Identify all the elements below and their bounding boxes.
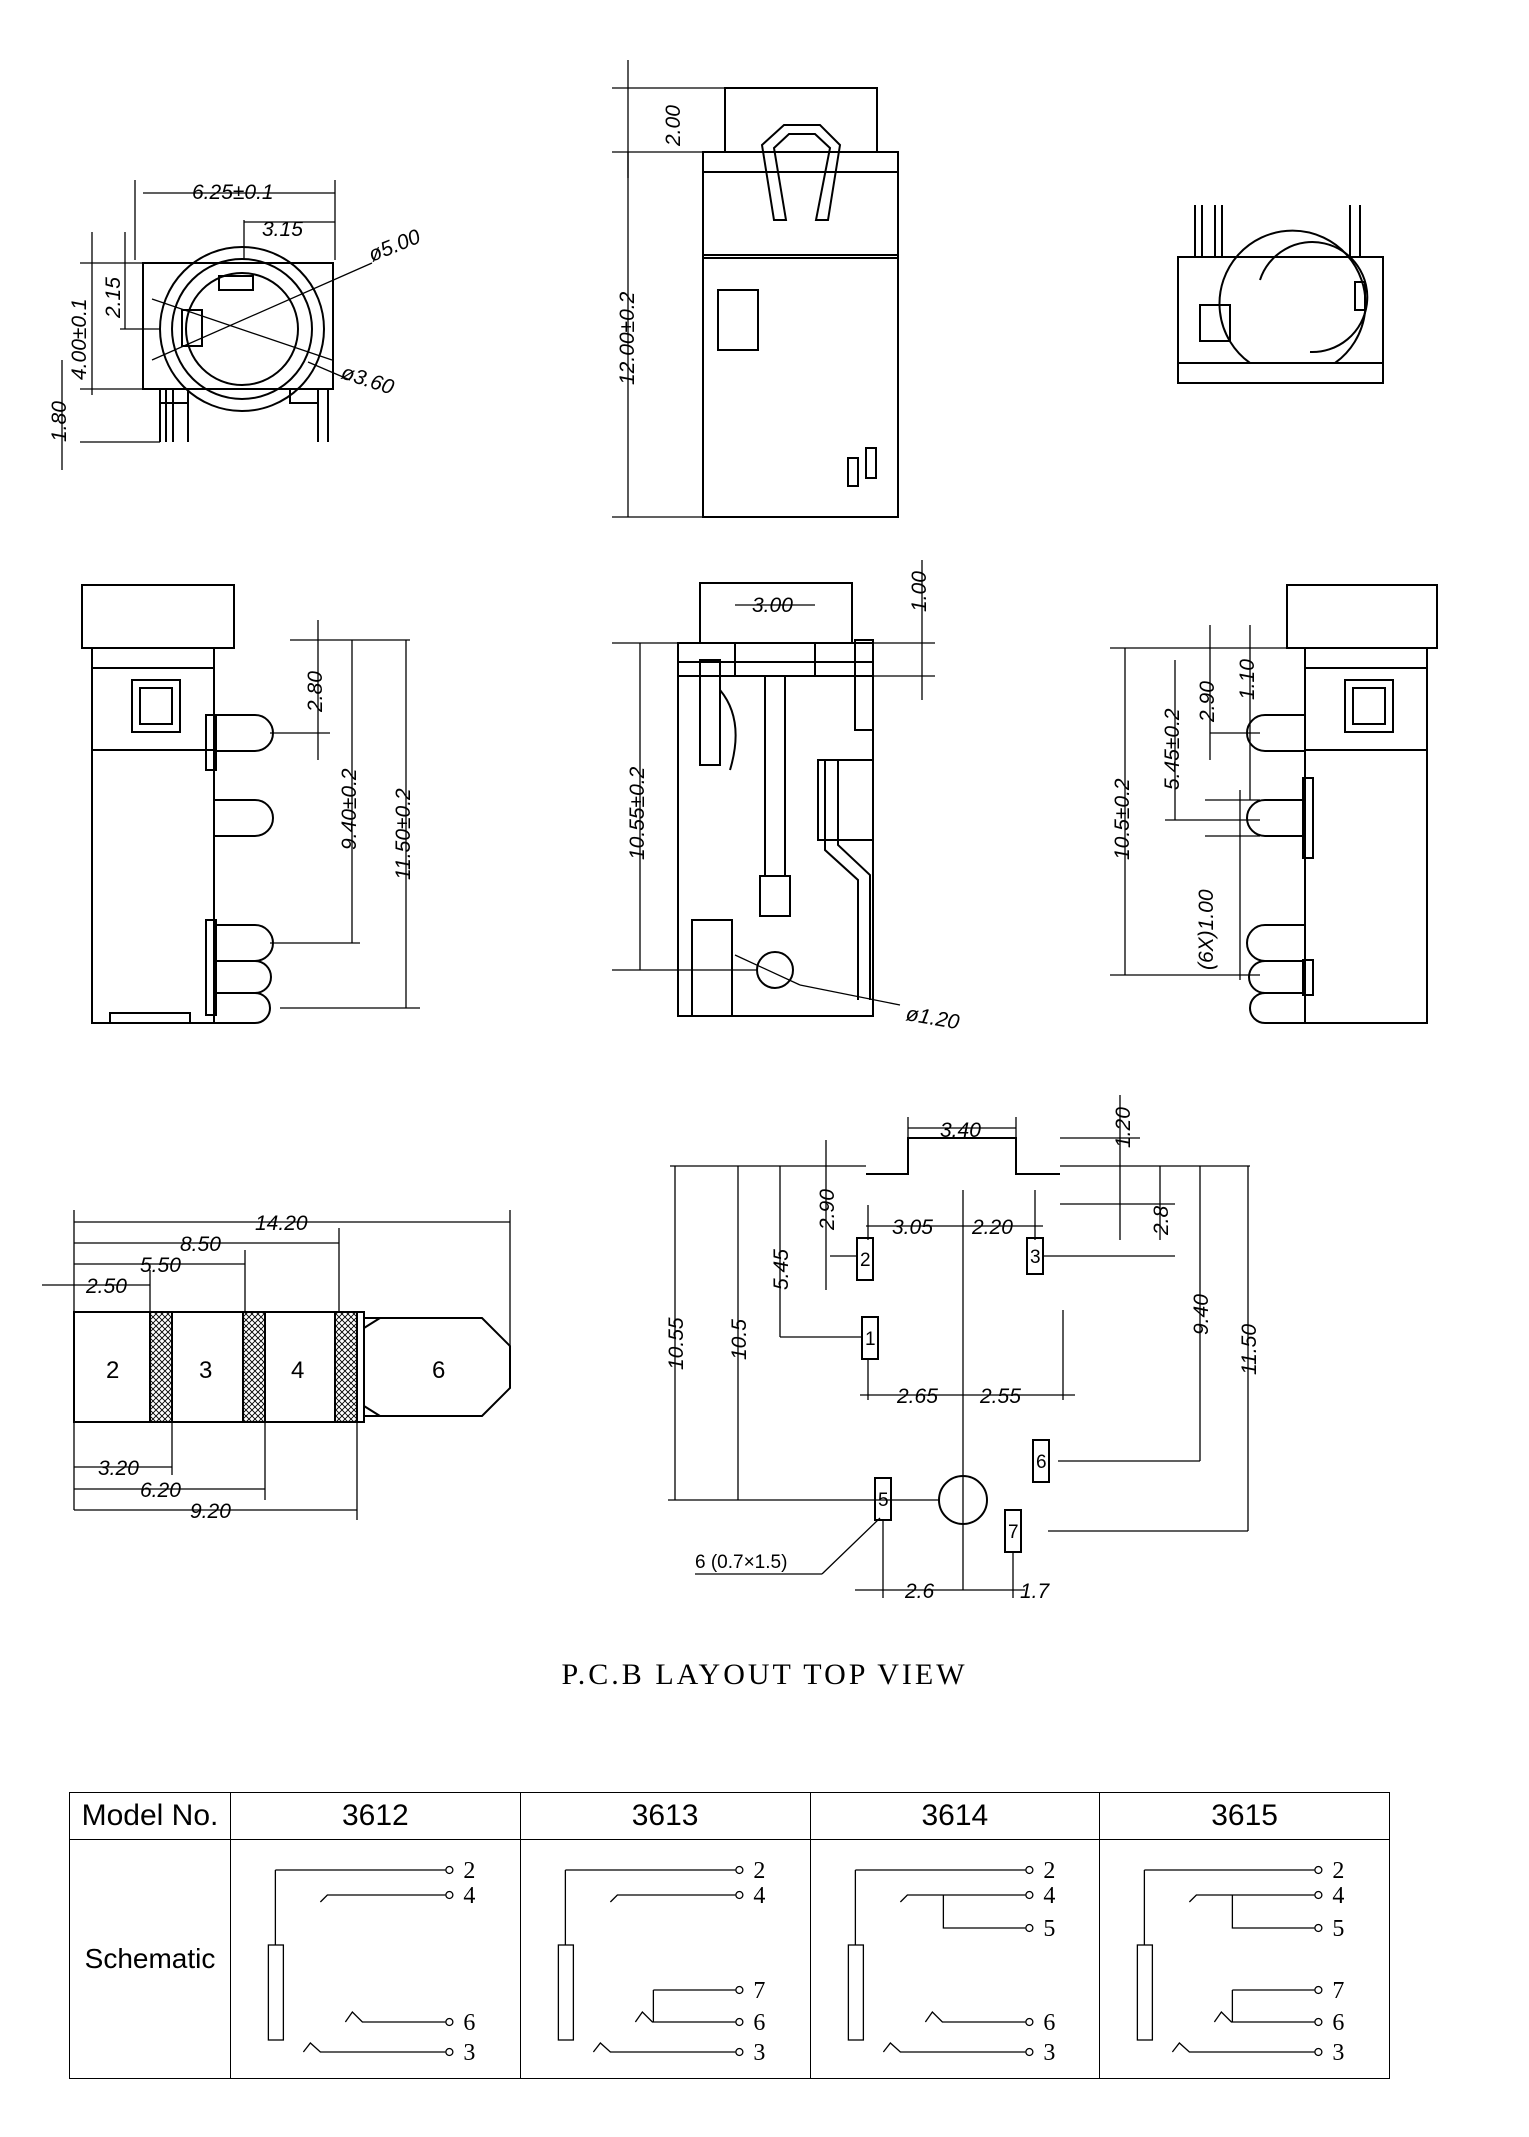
top-shaft: 2.00 (662, 105, 685, 147)
schematic-3614: 2 4 5 6 3 (809, 1839, 1101, 2079)
front-inner-dia: ø3.60 (338, 361, 396, 400)
schematic-label: Schematic (69, 1839, 231, 2079)
plug-seg-4: 6 (432, 1357, 445, 1384)
plug-total: 14.20 (255, 1212, 308, 1235)
left-a: 2.80 (304, 671, 327, 713)
model-3613: 3613 (519, 1792, 811, 1840)
section-hole: ø1.20 (904, 1002, 961, 1034)
pcb-s6: 1.7 (1020, 1580, 1051, 1603)
s3615-pin: 7 (1333, 1978, 1345, 2004)
s3613-pin: 7 (753, 1978, 765, 2004)
left-c: 11.50±0.2 (392, 788, 415, 880)
right-c: 5.45±0.2 (1161, 708, 1184, 790)
s3614-pin: 5 (1043, 1916, 1055, 1942)
right-side-view: 1.10 2.90 5.45±0.2 10.5±0.2 (6X)1.00 (1110, 584, 1438, 1024)
section-t: 1.00 (908, 571, 931, 612)
schematic-3614-diagram: 2 4 5 6 3 (847, 1858, 1055, 2066)
s3612-pin: 4 (463, 1883, 475, 1909)
model-3614: 3614 (809, 1792, 1101, 1840)
pcb-h3: 2.8 (1150, 1205, 1173, 1236)
schematic-3613-diagram: 2 4 7 6 3 (557, 1858, 765, 2066)
pcb-pad-6: 7 (1008, 1522, 1019, 1543)
pcb-s5: 2.6 (904, 1580, 935, 1603)
front-height: 4.00±0.1 (68, 298, 91, 380)
left-b: 9.40±0.2 (338, 768, 361, 850)
pcb-title: P.C.B LAYOUT TOP VIEW (561, 1658, 968, 1691)
plug-view: 2 3 4 6 14.20 8.50 5.50 2.50 3.20 6.20 9… (42, 1210, 511, 1523)
front-offset: 3.15 (262, 218, 303, 241)
section-view: 3.00 1.00 10.55±0.2 ø1.20 (612, 560, 961, 1034)
plug-seg-3: 4 (291, 1357, 304, 1384)
schematic-3613: 2 4 7 6 3 (519, 1839, 811, 2079)
s3613-pin: 3 (753, 2040, 765, 2066)
front-outer-dia: ø5.00 (365, 225, 424, 267)
front-center: 2.15 (102, 277, 125, 319)
plug-e: 6.20 (140, 1479, 181, 1502)
pcb-h2: 2.90 (816, 1189, 839, 1231)
s3614-pin: 3 (1043, 2040, 1055, 2066)
pcb-s1: 3.05 (892, 1216, 933, 1239)
right-b: 2.90 (1196, 681, 1219, 723)
model-header-label: Model No. (69, 1792, 231, 1840)
s3615-pin: 2 (1333, 1858, 1345, 1884)
s3612-pin: 3 (463, 2040, 475, 2066)
s3614-pin: 2 (1043, 1858, 1055, 1884)
section-h: 10.55±0.2 (626, 766, 649, 860)
pcb-s4: 2.55 (979, 1385, 1021, 1408)
pcb-pad-3: 1 (865, 1329, 876, 1350)
plug-c: 2.50 (85, 1275, 127, 1298)
schematic-3615: 2 4 5 7 6 3 (1099, 1839, 1390, 2079)
pcb-layout: 2 3 1 6 5 7 3.40 (665, 1095, 1261, 1603)
plug-seg-1: 2 (106, 1357, 119, 1384)
schematic-3612: 2 4 6 3 (230, 1839, 521, 2079)
model-3615: 3615 (1099, 1792, 1390, 1840)
s3613-pin: 4 (753, 1883, 765, 1909)
right-d: 10.5±0.2 (1111, 778, 1134, 860)
pcb-h5: 10.55 (665, 1317, 688, 1370)
front-width: 6.25±0.1 (192, 181, 274, 204)
pcb-pad-1: 2 (860, 1250, 871, 1271)
pcb-s2: 2.20 (971, 1216, 1013, 1239)
top-view: 2.00 12.00±0.2 (612, 60, 899, 518)
s3615-pin: 6 (1333, 2010, 1345, 2036)
schematic-3615-diagram: 2 4 5 7 6 3 (1136, 1858, 1345, 2066)
pcb-h6: 10.5 (728, 1319, 751, 1360)
model-3612: 3612 (230, 1792, 521, 1840)
section-w: 3.00 (752, 594, 793, 617)
s3613-pin: 6 (753, 2010, 765, 2036)
s3613-pin: 2 (753, 1858, 765, 1884)
s3615-pin: 4 (1333, 1883, 1345, 1909)
pcb-h1: 1.20 (1112, 1107, 1135, 1148)
right-e: (6X)1.00 (1195, 889, 1218, 970)
model-table: Model No. 3612 3613 3614 3615 Schematic … (69, 1792, 1390, 2079)
pcb-pad-4: 6 (1036, 1452, 1047, 1473)
pcb-w1: 3.40 (940, 1119, 981, 1142)
front-view: 6.25±0.1 3.15 ø5.00 ø3.60 4.00±0.1 2.15 … (48, 180, 424, 470)
s3615-pin: 5 (1333, 1916, 1345, 1942)
right-a: 1.10 (1236, 659, 1259, 700)
front-pins: 1.80 (48, 401, 71, 442)
pcb-pad-note: 6 (0.7×1.5) (695, 1552, 787, 1573)
pcb-h8: 11.50 (1238, 1324, 1261, 1375)
pcb-h4: 5.45 (770, 1249, 793, 1290)
s3615-pin: 3 (1333, 2040, 1345, 2066)
s3614-pin: 6 (1043, 2010, 1055, 2036)
s3612-pin: 2 (463, 1858, 475, 1884)
plug-a: 8.50 (180, 1233, 221, 1256)
s3612-pin: 6 (463, 2010, 475, 2036)
left-side-view: 2.80 9.40±0.2 11.50±0.2 (81, 584, 420, 1024)
top-length: 12.00±0.2 (616, 291, 639, 385)
plug-f: 9.20 (190, 1500, 231, 1523)
plug-b: 5.50 (140, 1254, 181, 1277)
rear-view (1177, 205, 1384, 384)
s3614-pin: 4 (1043, 1883, 1055, 1909)
schematic-3612-diagram: 2 4 6 3 (267, 1858, 475, 2066)
plug-seg-2: 3 (199, 1357, 212, 1384)
pcb-h7: 9.40 (1190, 1294, 1213, 1335)
plug-d: 3.20 (98, 1457, 139, 1480)
pcb-s3: 2.65 (896, 1385, 938, 1408)
pcb-pad-2: 3 (1030, 1247, 1041, 1268)
